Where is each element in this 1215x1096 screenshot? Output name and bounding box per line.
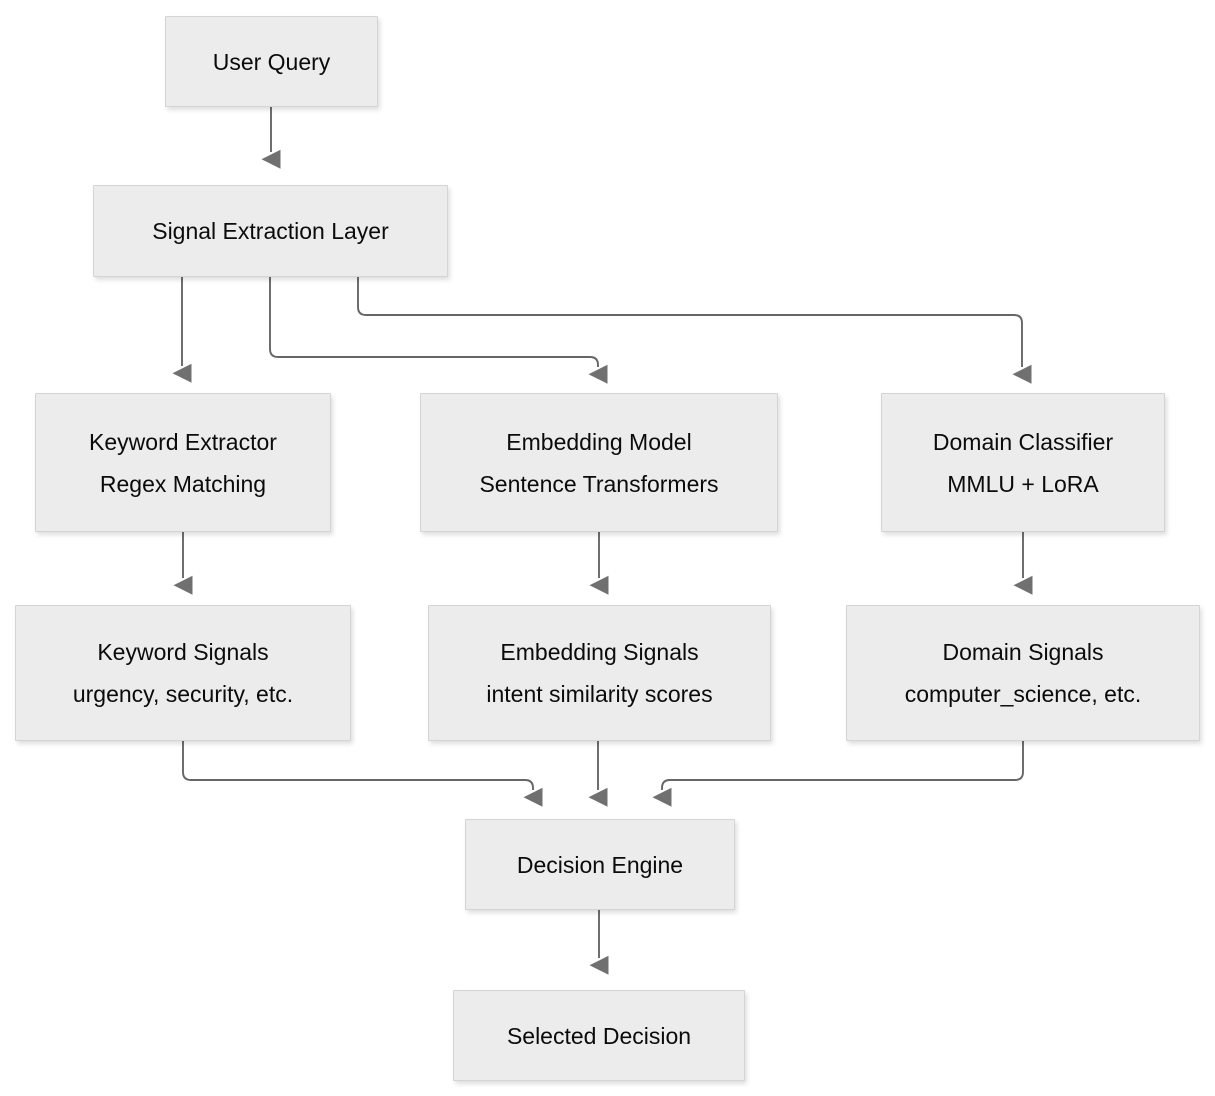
node-embedding-signals-sublabel: intent similarity scores — [486, 681, 713, 707]
node-keyword-signals[interactable]: Keyword Signals urgency, security, etc. — [15, 605, 351, 741]
node-embedding-signals[interactable]: Embedding Signals intent similarity scor… — [428, 605, 771, 741]
node-decision-engine-label: Decision Engine — [516, 851, 684, 878]
node-signal-extraction-layer-label: Signal Extraction Layer — [152, 218, 389, 244]
node-domain-signals[interactable]: Domain Signals computer_science, etc. — [846, 605, 1200, 741]
node-decision-engine[interactable]: Decision Engine — [465, 819, 735, 910]
node-keyword-signals-label: Keyword Signals — [97, 639, 269, 665]
node-domain-classifier[interactable]: Domain Classifier MMLU + LoRA — [881, 393, 1165, 532]
node-domain-classifier-label: Domain Classifier — [932, 428, 1114, 455]
node-user-query-label: User Query — [212, 48, 331, 75]
node-domain-classifier-sublabel: MMLU + LoRA — [947, 470, 1099, 497]
node-selected-decision[interactable]: Selected Decision — [453, 990, 745, 1081]
node-keyword-extractor-sublabel: Regex Matching — [99, 470, 267, 497]
node-keyword-extractor-label: Keyword Extractor — [89, 428, 277, 455]
edge-domain-signals-to-decision-engine — [652, 741, 1024, 807]
node-embedding-model[interactable]: Embedding Model Sentence Transformers — [420, 393, 778, 532]
node-domain-signals-label: Domain Signals — [942, 639, 1104, 665]
edge-signal-extraction-to-domain-classifier — [357, 277, 1032, 384]
node-signal-extraction-layer[interactable]: Signal Extraction Layer — [93, 185, 448, 277]
node-embedding-model-label: Embedding Model — [506, 428, 692, 455]
node-embedding-model-sublabel: Sentence Transformers — [479, 470, 719, 497]
edge-signal-extraction-to-embedding-model — [269, 277, 608, 384]
node-selected-decision-label: Selected Decision — [506, 1022, 692, 1049]
node-domain-signals-sublabel: computer_science, etc. — [904, 681, 1142, 707]
node-user-query[interactable]: User Query — [165, 16, 378, 107]
node-embedding-signals-label: Embedding Signals — [500, 639, 699, 665]
node-keyword-signals-sublabel: urgency, security, etc. — [72, 681, 294, 707]
node-keyword-extractor[interactable]: Keyword Extractor Regex Matching — [35, 393, 331, 532]
edge-keyword-signals-to-decision-engine — [182, 741, 543, 807]
